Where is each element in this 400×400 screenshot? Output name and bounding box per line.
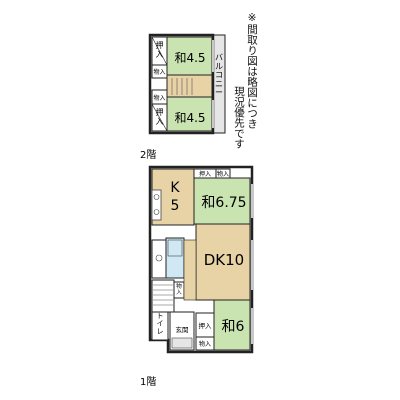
- oshiire-a-label: 押入: [199, 170, 211, 178]
- toilet-label: トイレ: [157, 312, 164, 335]
- washitsu-675-label: 和6.75: [201, 195, 246, 211]
- floor2-label: 2階: [140, 150, 157, 161]
- disclaimer-note-line2: 現況優先です: [233, 86, 245, 149]
- mono-top-label: 物入: [153, 68, 165, 76]
- genkan-label: 玄関: [176, 325, 189, 334]
- balcony-label: バルコニー: [215, 53, 223, 97]
- oshiire-bottom-label: 押入: [156, 107, 164, 126]
- washitsu-top-label: 和4.5: [174, 51, 205, 65]
- washitsu-6-room: [213, 299, 251, 351]
- mono-bottom-label: 物入: [153, 94, 165, 102]
- mono-a-label: 物入: [217, 170, 229, 178]
- floor1-label: 1階: [140, 377, 157, 388]
- bath-room: [165, 237, 185, 279]
- washitsu-bottom-room: [166, 96, 213, 132]
- toilet-room: [151, 311, 169, 341]
- mono-a-box: [215, 168, 231, 179]
- mono-c-label: 物入: [199, 340, 211, 348]
- mono-b-label: 物入: [176, 282, 182, 296]
- hall-area: [183, 239, 197, 301]
- kitchen-label-k: K: [170, 180, 180, 196]
- kitchen-label-5: 5: [171, 198, 180, 214]
- mono-top-box: [151, 64, 168, 79]
- oshiire-top-label: 押入: [156, 40, 164, 59]
- washitsu-6-label: 和6: [222, 319, 245, 335]
- washitsu-top-room: [166, 36, 213, 76]
- dk10-label: DK10: [204, 251, 244, 269]
- washroom: [151, 239, 167, 279]
- floor1-plan: K 5 押入 物入 和6.75 DK10 物入 トイレ 玄関 押入 物入 和6: [148, 165, 254, 354]
- disclaimer-note-line1: ※間取り図は略図につき: [246, 12, 258, 129]
- kitchen-counter: [151, 189, 162, 221]
- mono-c-box: [195, 336, 215, 351]
- oshiire-b-label: 押入: [199, 321, 213, 330]
- floor2-plan: 押入 和4.5 物入 物入 押入 和4.5 バルコニー: [148, 33, 226, 135]
- stairs-2f: [166, 74, 213, 98]
- washitsu-bottom-label: 和4.5: [174, 111, 205, 125]
